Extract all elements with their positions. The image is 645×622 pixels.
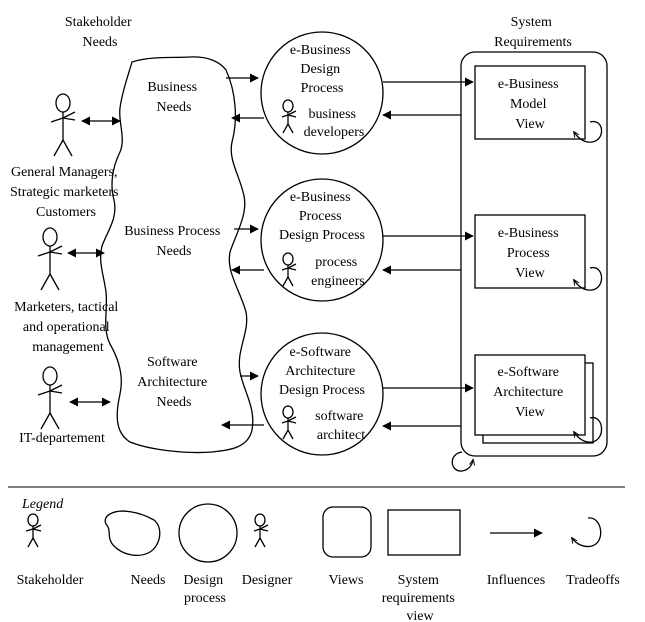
design-process-business-circle [260, 31, 384, 155]
tradeoff-icon-process [574, 267, 603, 291]
legend-label-views: Views [329, 573, 364, 588]
design-process-software-circle [260, 332, 384, 456]
stakeholder-marketers-label: Marketers, tactical and operational mana… [14, 300, 122, 355]
design-process-process-title: e-Business Process Design Process [279, 190, 365, 243]
designer-process-label: process engineers [311, 255, 365, 289]
designer-icon-software [281, 405, 297, 440]
legend-designer-icon [253, 513, 269, 548]
stakeholder-figure-managers [50, 93, 76, 157]
legend-label-stakeholder: Stakeholder [17, 573, 84, 588]
tradeoff-icon-software [574, 417, 603, 443]
legend-label-needs: Needs [131, 573, 166, 588]
tradeoff-icon-container [451, 451, 473, 472]
needs-cloud [100, 56, 254, 454]
stakeholder-it-label: IT-departement [19, 431, 105, 446]
legend-label-system-requirements-view: System requirements view [382, 573, 459, 622]
legend-system-requirements-view-icon [387, 509, 461, 556]
designer-icon-process [281, 252, 297, 287]
designer-software-label: software architect [315, 409, 367, 443]
view-software-label: e-Software Architecture View [493, 365, 566, 420]
design-process-process-circle [260, 178, 384, 302]
stakeholder-figure-marketers [37, 227, 63, 291]
design-process-software-title: e-Software Architecture Design Process [279, 345, 365, 398]
legend-label-tradeoffs: Tradeoffs [566, 573, 620, 588]
legend-design-process-icon [178, 503, 238, 563]
view-model-box [474, 65, 586, 140]
stakeholder-managers-label: General Managers, Strategic marketers Cu… [10, 165, 122, 220]
design-process-business-title: e-Business Design Process [290, 43, 354, 96]
view-process-label: e-Business Process View [498, 226, 562, 281]
system-requirements-header: System Requirements [494, 15, 572, 50]
business-needs-label: Business Needs [147, 80, 200, 115]
view-software-box [474, 354, 586, 436]
designer-icon-business [281, 99, 297, 134]
legend-label-designer: Designer [242, 573, 293, 588]
legend-views-icon [322, 506, 372, 558]
process-needs-label: Business Process Needs [124, 224, 224, 259]
designer-business-label: business developers [304, 107, 365, 140]
legend-tradeoffs-icon [572, 517, 602, 548]
view-process-box [474, 214, 586, 289]
legend-stakeholder-icon [25, 513, 42, 548]
legend-label-design-process: Design process [183, 573, 226, 606]
legend-title: Legend [21, 497, 64, 512]
legend-needs-icon [104, 510, 161, 557]
stakeholder-figure-it [37, 366, 63, 430]
system-requirements-container [460, 51, 608, 457]
software-needs-label: Software Architecture Needs [137, 355, 210, 410]
tradeoff-icon-model [574, 120, 603, 143]
view-model-label: e-Business Model View [498, 77, 562, 132]
legend-label-influences: Influences [487, 573, 545, 588]
stakeholder-needs-header: Stakeholder Needs [65, 15, 135, 50]
